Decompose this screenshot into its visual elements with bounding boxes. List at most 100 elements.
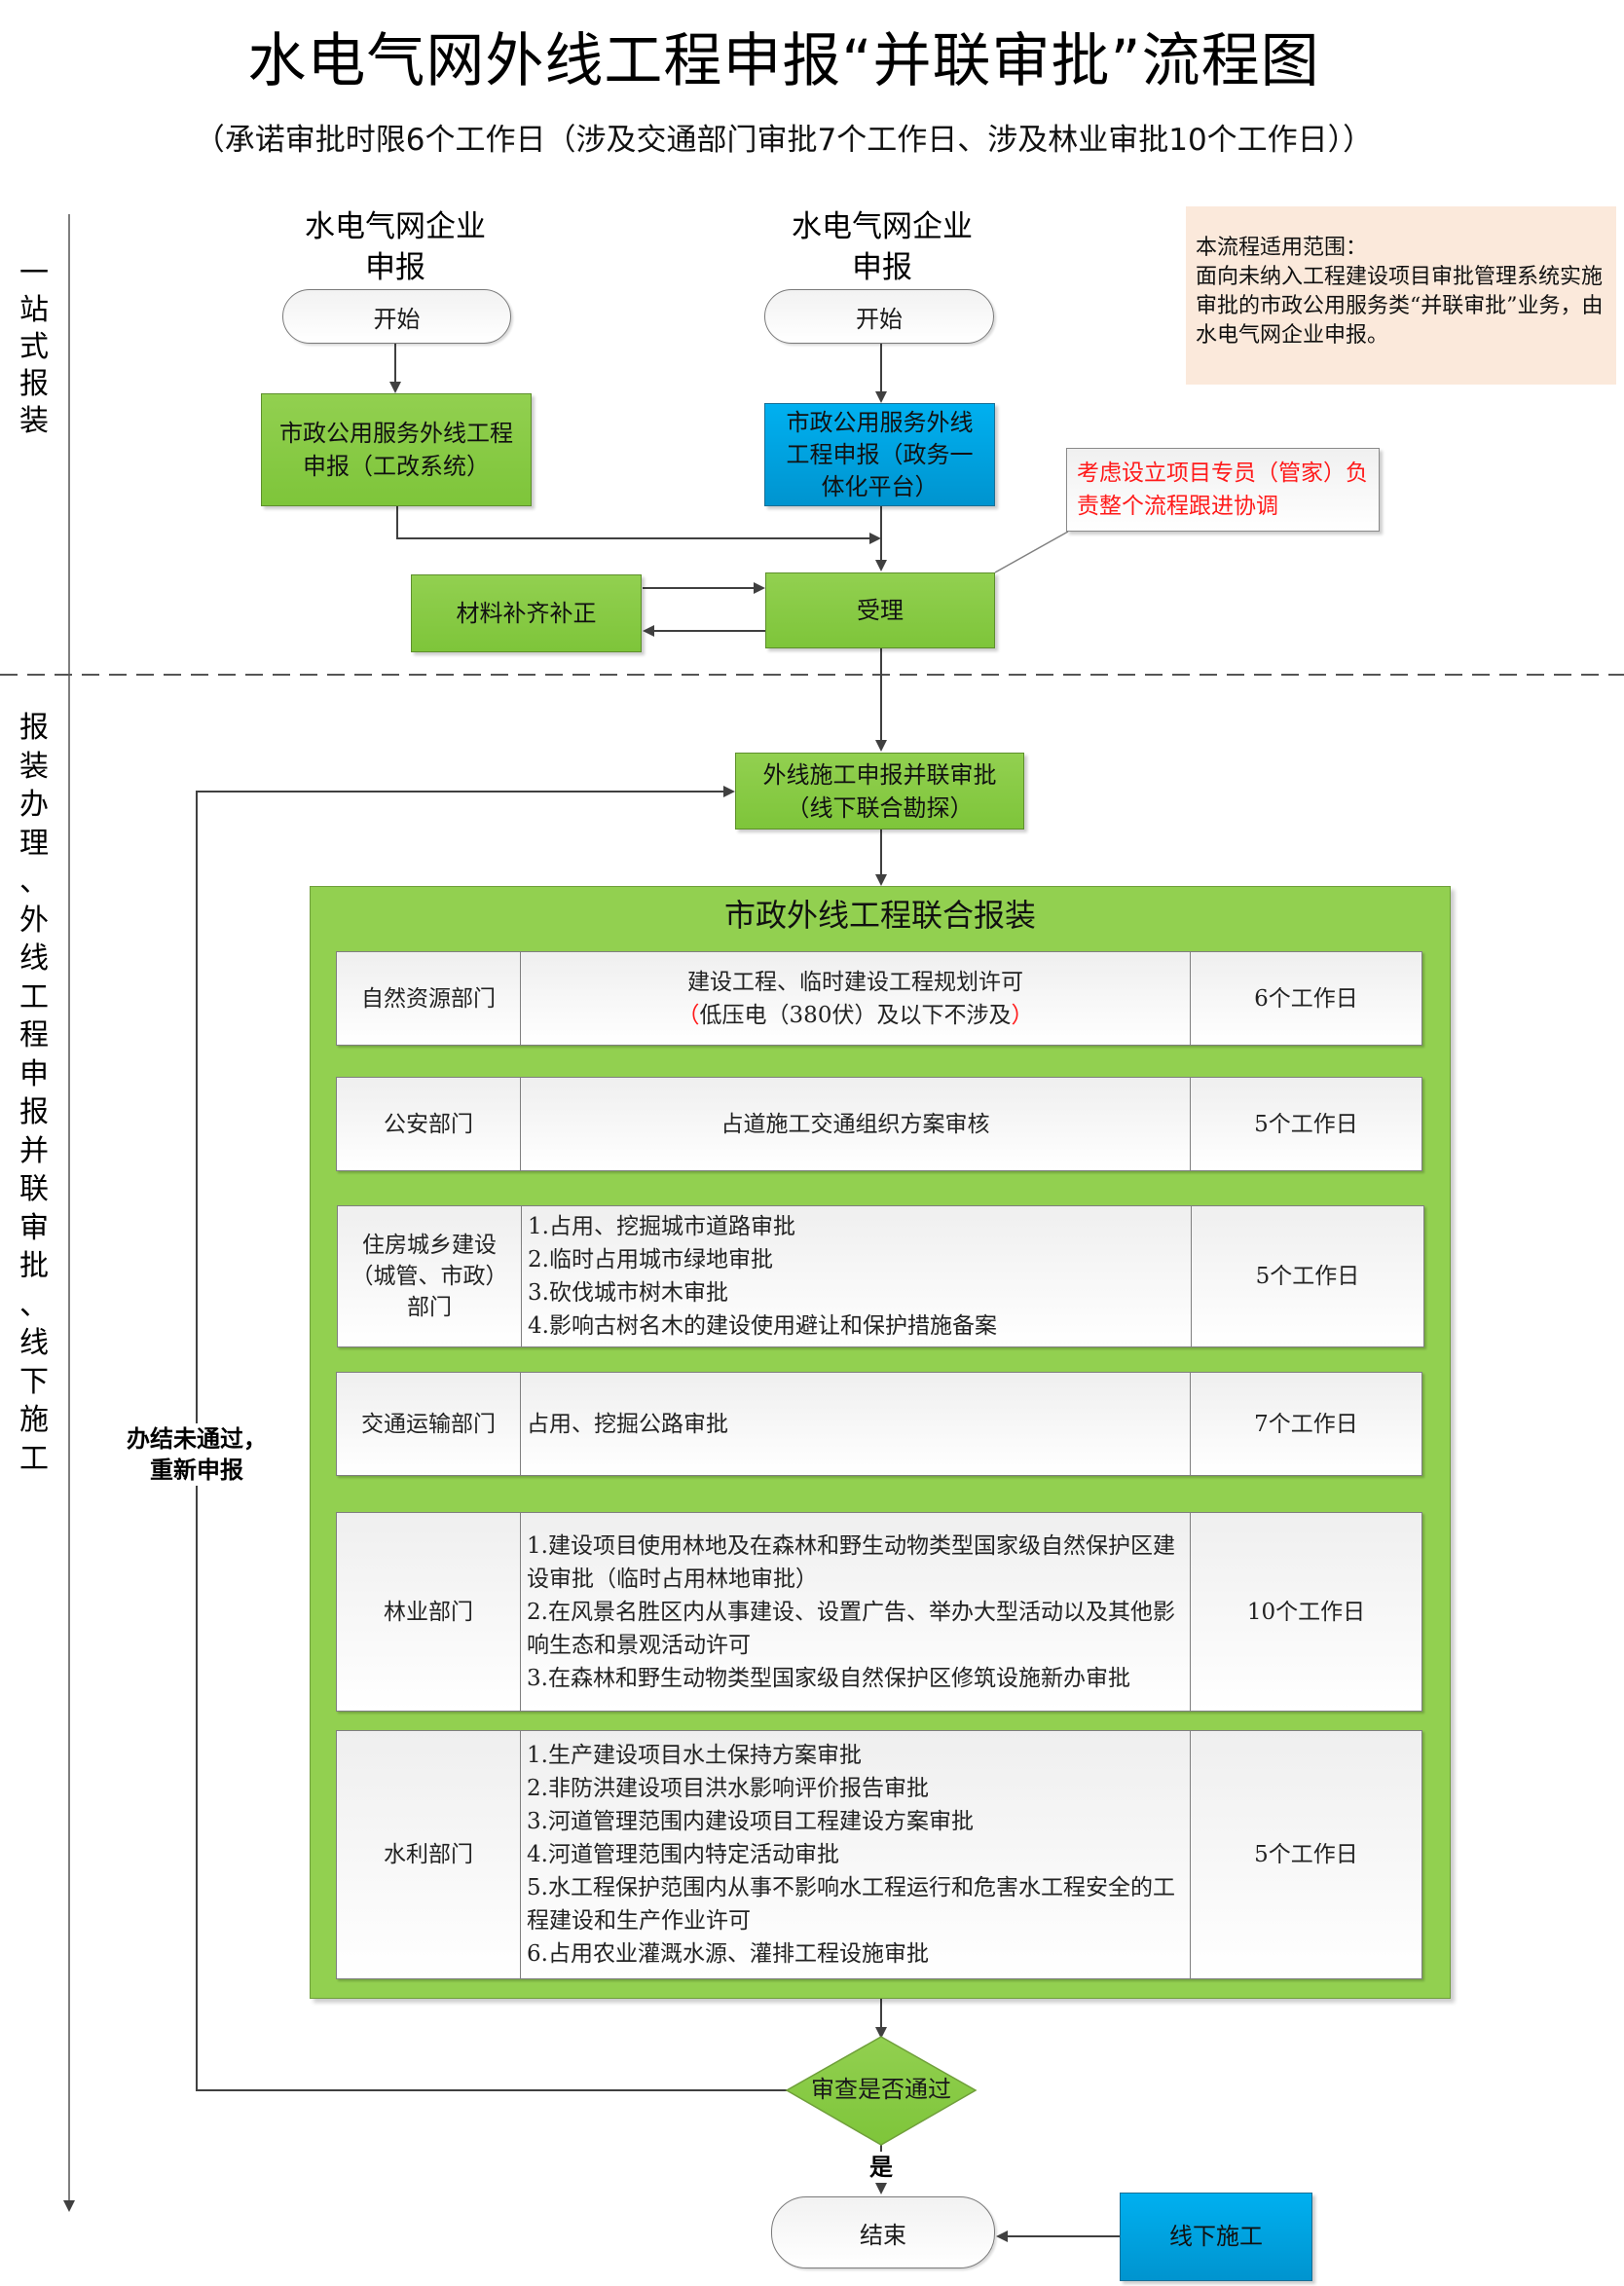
note-paren-open: （ bbox=[677, 1002, 700, 1028]
content-item: 3.砍伐城市树木审批 bbox=[528, 1280, 728, 1306]
lane-label-one-stop: 一 站 式 报 装 bbox=[13, 255, 55, 440]
lane-char: 工 bbox=[19, 1441, 49, 1476]
content-item: 2.在风景名胜区内从事建设、设置广告、举办大型活动以及其他影响生态和景观活动许可 bbox=[527, 1599, 1175, 1658]
decision-diamond-shape bbox=[785, 2036, 978, 2146]
lane-char: 站 bbox=[19, 293, 49, 327]
table-row-public-security: 公安部门 占道施工交通组织方案审核 5个工作日 bbox=[336, 1077, 1422, 1171]
lane-char: 装 bbox=[19, 749, 49, 784]
content-item: 5.水工程保护范围内从事不影响水工程运行和危害水工程安全的工程建设和生产作业许可 bbox=[527, 1875, 1175, 1934]
right-start-node[interactable]: 开始 bbox=[764, 289, 994, 344]
heading-line: 水电气网企业 bbox=[792, 209, 973, 244]
lane-char: 一 bbox=[19, 256, 49, 290]
days-cell: 6个工作日 bbox=[1254, 985, 1358, 1012]
days-cell: 10个工作日 bbox=[1246, 1599, 1366, 1625]
table-row-forestry: 林业部门 1.建设项目使用林地及在森林和野生动物类型国家级自然保护区建设审批（临… bbox=[336, 1512, 1422, 1712]
lane-char: 程 bbox=[19, 1018, 49, 1052]
content-cell: 占道施工交通组织方案审核 bbox=[521, 1078, 1191, 1170]
content-item: 6.占用农业灌溉水源、灌排工程设施审批 bbox=[527, 1941, 929, 1967]
right-process-gov-platform[interactable]: 市政公用服务外线工程申报（政务一体化平台） bbox=[764, 403, 995, 506]
days-cell: 5个工作日 bbox=[1255, 1264, 1360, 1289]
review-line2: （线下联合勘探） bbox=[786, 793, 974, 822]
lane-char: 批 bbox=[19, 1249, 49, 1283]
reject-label-line2: 重新申报 bbox=[150, 1456, 243, 1484]
yes-label: 是 bbox=[865, 2152, 898, 2183]
material-supplement-box[interactable]: 材料补齐补正 bbox=[411, 574, 642, 652]
content-item: 1.占用、挖掘城市道路审批 bbox=[528, 1214, 795, 1239]
project-manager-callout: 考虑设立项目专员（管家）负责整个流程跟进协调 bbox=[1066, 448, 1380, 532]
dept-cell: 公安部门 bbox=[337, 1078, 521, 1170]
right-branch-heading: 水电气网企业 申报 bbox=[759, 206, 1005, 288]
lane-char: 线 bbox=[19, 941, 49, 976]
table-row-natural-resources: 自然资源部门 建设工程、临时建设工程规划许可 （低压电（380伏）及以下不涉及）… bbox=[336, 951, 1422, 1046]
dept-cell: 住房城乡建设（城管、市政）部门 bbox=[338, 1206, 522, 1346]
accept-box[interactable]: 受理 bbox=[765, 572, 995, 648]
lane-char: 报 bbox=[19, 711, 49, 745]
content-item: 占道施工交通组织方案审核 bbox=[720, 1111, 990, 1137]
content-cell: 1.建设项目使用林地及在森林和野生动物类型国家级自然保护区建设审批（临时占用林地… bbox=[521, 1513, 1191, 1711]
reject-label: 办结未通过， 重新申报 bbox=[109, 1423, 284, 1486]
parallel-review-box[interactable]: 外线施工申报并联审批 （线下联合勘探） bbox=[735, 753, 1024, 830]
content-item: 3.在森林和野生动物类型国家级自然保护区修筑设施新办审批 bbox=[527, 1665, 1130, 1691]
note-text: 低压电（380伏）及以下不涉及 bbox=[699, 1002, 1012, 1028]
arrow-box1-to-accept bbox=[396, 506, 881, 544]
panel-title: 市政外线工程联合报装 bbox=[723, 897, 1036, 934]
page-title: 水电气网外线工程申报“并联审批”流程图 bbox=[247, 27, 1320, 95]
left-process-gaigai-system[interactable]: 市政公用服务外线工程申报（工改系统） bbox=[261, 393, 532, 506]
content-item: 4.影响古树名木的建设使用避让和保护措施备案 bbox=[528, 1313, 997, 1339]
left-start-node[interactable]: 开始 bbox=[282, 289, 511, 344]
content-cell: 占用、挖掘公路审批 bbox=[521, 1373, 1191, 1475]
days-cell: 5个工作日 bbox=[1254, 1842, 1358, 1867]
lane-char: 办 bbox=[19, 788, 49, 822]
end-node[interactable]: 结束 bbox=[771, 2196, 995, 2268]
left-branch-heading: 水电气网企业 申报 bbox=[273, 206, 518, 288]
content-item: 2.临时占用城市绿地审批 bbox=[528, 1247, 773, 1272]
dept-cell: 水利部门 bbox=[337, 1731, 521, 1978]
lane-char: 申 bbox=[19, 1056, 49, 1091]
content-cell: 建设工程、临时建设工程规划许可 （低压电（380伏）及以下不涉及） bbox=[521, 952, 1191, 1045]
content-item: 3.河道管理范围内建设项目工程建设方案审批 bbox=[527, 1809, 974, 1834]
reject-label-line1: 办结未通过， bbox=[127, 1424, 267, 1453]
content-cell: 1.生产建设项目水土保持方案审批 2.非防洪建设项目洪水影响评价报告审批 3.河… bbox=[521, 1731, 1191, 1978]
lane-char: 理 bbox=[19, 826, 49, 861]
lane-label-processing: 报 装 办 理 、 外 线 工 程 申 报 并 联 审 批 、 线 下 施 工 bbox=[13, 709, 55, 1478]
table-row-housing-construction: 住房城乡建设（城管、市政）部门 1.占用、挖掘城市道路审批 2.临时占用城市绿地… bbox=[337, 1205, 1424, 1347]
dept-cell: 交通运输部门 bbox=[337, 1373, 521, 1475]
content-item: 1.生产建设项目水土保持方案审批 bbox=[527, 1743, 862, 1768]
lane-char: 并 bbox=[19, 1133, 49, 1168]
lane-char: 工 bbox=[19, 979, 49, 1014]
review-line1: 外线施工申报并联审批 bbox=[762, 760, 997, 789]
lane-char: 施 bbox=[19, 1403, 49, 1437]
content-item: 2.非防洪建设项目洪水影响评价报告审批 bbox=[527, 1776, 929, 1801]
lane-char: 联 bbox=[19, 1172, 49, 1206]
heading-line: 水电气网企业 bbox=[305, 209, 486, 244]
decision-node[interactable]: 审查是否通过 bbox=[811, 2076, 951, 2103]
page-subtitle: （承诺审批时限6个工作日（涉及交通部门审批7个工作日、涉及林业审批10个工作日）… bbox=[194, 123, 1374, 158]
lane-char: 报 bbox=[19, 1095, 49, 1129]
lane-char: 线 bbox=[19, 1326, 49, 1360]
content-item: 建设工程、临时建设工程规划许可 bbox=[687, 969, 1023, 995]
lane-char: 审 bbox=[19, 1210, 49, 1245]
content-item: 占用、挖掘公路审批 bbox=[527, 1411, 728, 1437]
scope-note-body: 面向未纳入工程建设项目审批管理系统实施审批的市政公用服务类“并联审批”业务，由水… bbox=[1196, 265, 1604, 348]
lane-char: 报 bbox=[19, 367, 49, 401]
heading-line: 申报 bbox=[852, 250, 912, 285]
content-note: （低压电（380伏）及以下不涉及） bbox=[678, 999, 1034, 1032]
lane-char: 外 bbox=[19, 903, 49, 938]
lane-char: 、 bbox=[19, 865, 49, 899]
heading-line: 申报 bbox=[365, 250, 425, 285]
lane-char: 装 bbox=[19, 404, 49, 438]
scope-note-title: 本流程适用范围： bbox=[1196, 236, 1368, 260]
scope-note: 本流程适用范围： 面向未纳入工程建设项目审批管理系统实施审批的市政公用服务类“并… bbox=[1186, 206, 1616, 385]
offline-construction-box[interactable]: 线下施工 bbox=[1120, 2193, 1312, 2281]
content-item: 4.河道管理范围内特定活动审批 bbox=[527, 1842, 839, 1867]
dept-cell: 林业部门 bbox=[337, 1513, 521, 1711]
dept-cell: 自然资源部门 bbox=[337, 952, 521, 1045]
table-row-transport: 交通运输部门 占用、挖掘公路审批 7个工作日 bbox=[336, 1372, 1422, 1476]
table-row-water-resources: 水利部门 1.生产建设项目水土保持方案审批 2.非防洪建设项目洪水影响评价报告审… bbox=[336, 1730, 1422, 1979]
content-cell: 1.占用、挖掘城市道路审批 2.临时占用城市绿地审批 3.砍伐城市树木审批 4.… bbox=[522, 1206, 1192, 1346]
days-cell: 7个工作日 bbox=[1254, 1411, 1358, 1437]
lane-char: 式 bbox=[19, 330, 49, 364]
note-paren-close: ） bbox=[1011, 1002, 1034, 1028]
content-item: 1.建设项目使用林地及在森林和野生动物类型国家级自然保护区建设审批（临时占用林地… bbox=[527, 1532, 1175, 1592]
callout-pointer bbox=[994, 531, 1069, 573]
